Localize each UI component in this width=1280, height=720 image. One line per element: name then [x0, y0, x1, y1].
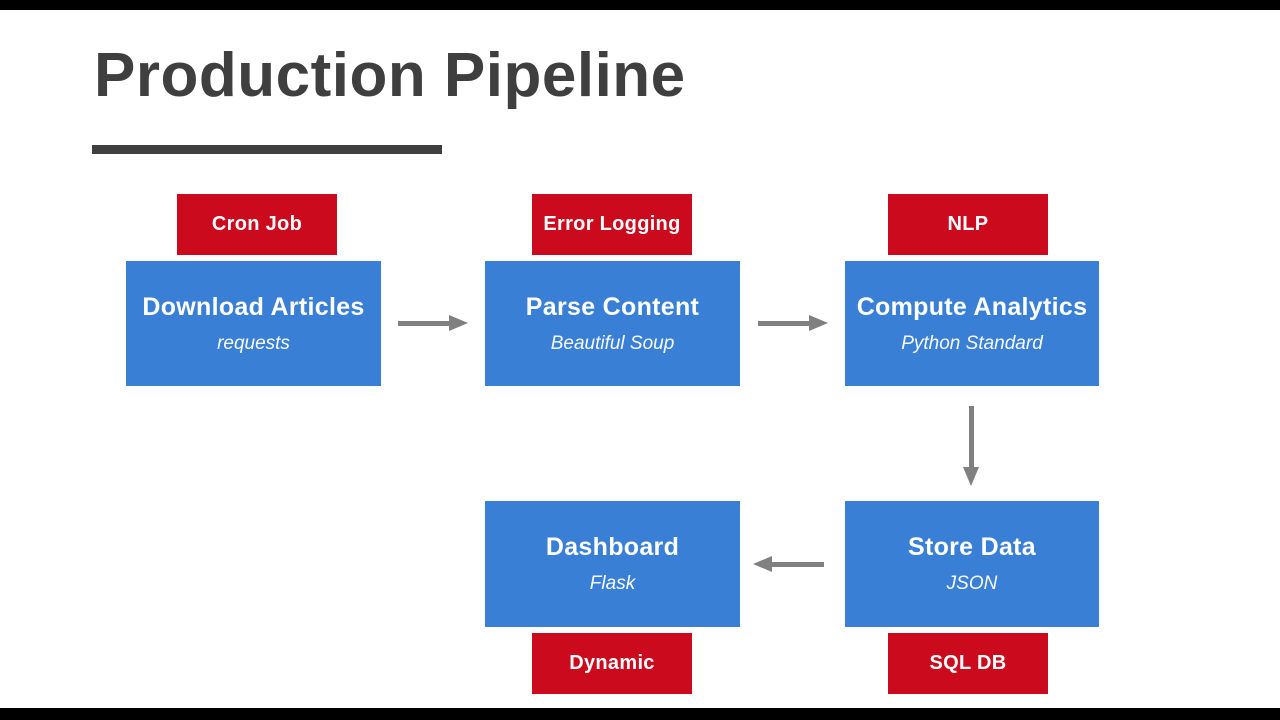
page-title: Production Pipeline [94, 41, 686, 110]
node-title: Compute Analytics [856, 292, 1088, 321]
arrow-parse-to-compute-icon [758, 315, 828, 332]
arrow-head [809, 315, 828, 331]
tag-error-logging: Error Logging [532, 194, 692, 255]
node-subtitle: JSON [946, 573, 998, 594]
tag-cron-job: Cron Job [177, 194, 337, 255]
tag-nlp: NLP [888, 194, 1048, 255]
node-dashboard: Dashboard Flask [485, 501, 740, 627]
node-subtitle: Beautiful Soup [550, 332, 675, 354]
arrow-download-to-parse-icon [398, 315, 468, 332]
node-download-articles: Download Articles requests [126, 261, 381, 386]
node-subtitle: requests [217, 332, 290, 354]
letterbox-bottom-bar [0, 708, 1280, 720]
arrow-head [753, 556, 772, 572]
arrow-shaft [770, 562, 824, 567]
node-title: Dashboard [545, 533, 680, 561]
arrow-shaft [758, 321, 811, 326]
arrow-shaft [969, 406, 974, 469]
tag-label: Error Logging [543, 213, 681, 235]
tag-label: Dynamic [569, 652, 655, 674]
arrow-store-to-dashboard-icon [753, 556, 824, 573]
node-subtitle: Python Standard [901, 332, 1043, 354]
arrow-shaft [398, 321, 451, 326]
node-title: Parse Content [525, 292, 700, 321]
tag-sql-db: SQL DB [888, 633, 1048, 694]
node-parse-content: Parse Content Beautiful Soup [485, 261, 740, 386]
node-compute-analytics: Compute Analytics Python Standard [845, 261, 1099, 386]
title-underline [92, 145, 442, 154]
node-title: Store Data [907, 533, 1037, 561]
arrow-compute-to-store-icon [963, 406, 980, 486]
node-title: Download Articles [142, 292, 365, 321]
node-store-data: Store Data JSON [845, 501, 1099, 627]
tag-dynamic: Dynamic [532, 633, 692, 694]
arrow-head [963, 467, 979, 486]
arrow-head [449, 315, 468, 331]
tag-label: SQL DB [929, 652, 1007, 674]
tag-label: Cron Job [211, 213, 303, 235]
letterbox-top-bar [0, 0, 1280, 10]
tag-label: NLP [947, 213, 989, 235]
node-subtitle: Flask [589, 573, 636, 594]
